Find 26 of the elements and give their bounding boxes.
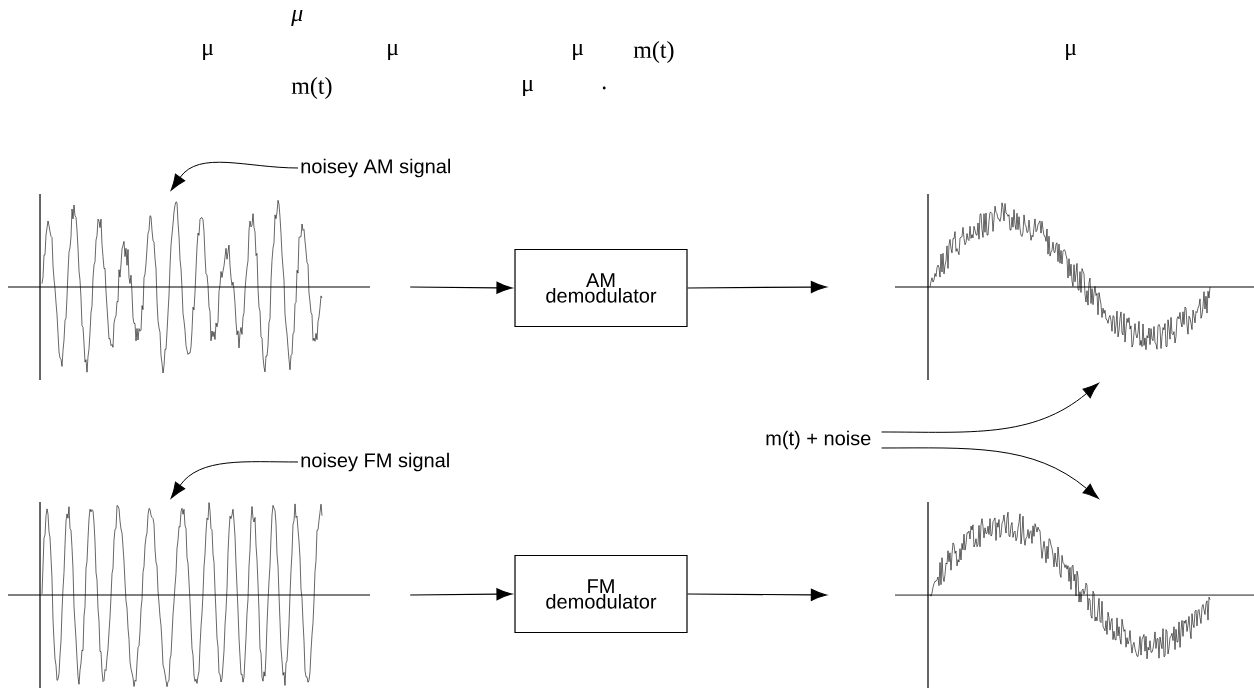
curved-arrow — [881, 383, 1099, 433]
waveform-plot-drawing — [894, 501, 1254, 689]
signal-label: noisey AM signal — [301, 158, 450, 178]
arrow — [409, 281, 513, 294]
curved-arrow — [170, 461, 299, 499]
symbol-text: μ — [523, 79, 534, 97]
symbol-text: m(t) — [633, 41, 674, 63]
symbol-text: μ — [388, 43, 399, 61]
arrow — [409, 588, 513, 601]
waveform-plot-drawing — [7, 193, 371, 381]
waveform-plot-drawing — [7, 501, 371, 689]
signal-label: m(t) + noise — [766, 430, 871, 450]
demodulator-box: FM demodulator — [514, 554, 688, 634]
demodulator-box: AM demodulator — [514, 248, 688, 328]
signal-label: noisey FM signal — [301, 452, 449, 472]
arrow — [687, 588, 827, 601]
symbol-text: . — [602, 86, 606, 90]
symbol-text: μ — [1066, 43, 1077, 61]
symbol-text: μ — [203, 43, 214, 61]
symbol-text: μ — [573, 43, 584, 61]
symbol-text: μ — [291, 9, 303, 27]
symbol-text: m(t) — [291, 77, 332, 99]
curved-arrow — [881, 447, 1099, 499]
waveform-plot-drawing — [894, 193, 1254, 381]
curved-arrow — [170, 161, 299, 191]
arrow — [687, 281, 827, 294]
